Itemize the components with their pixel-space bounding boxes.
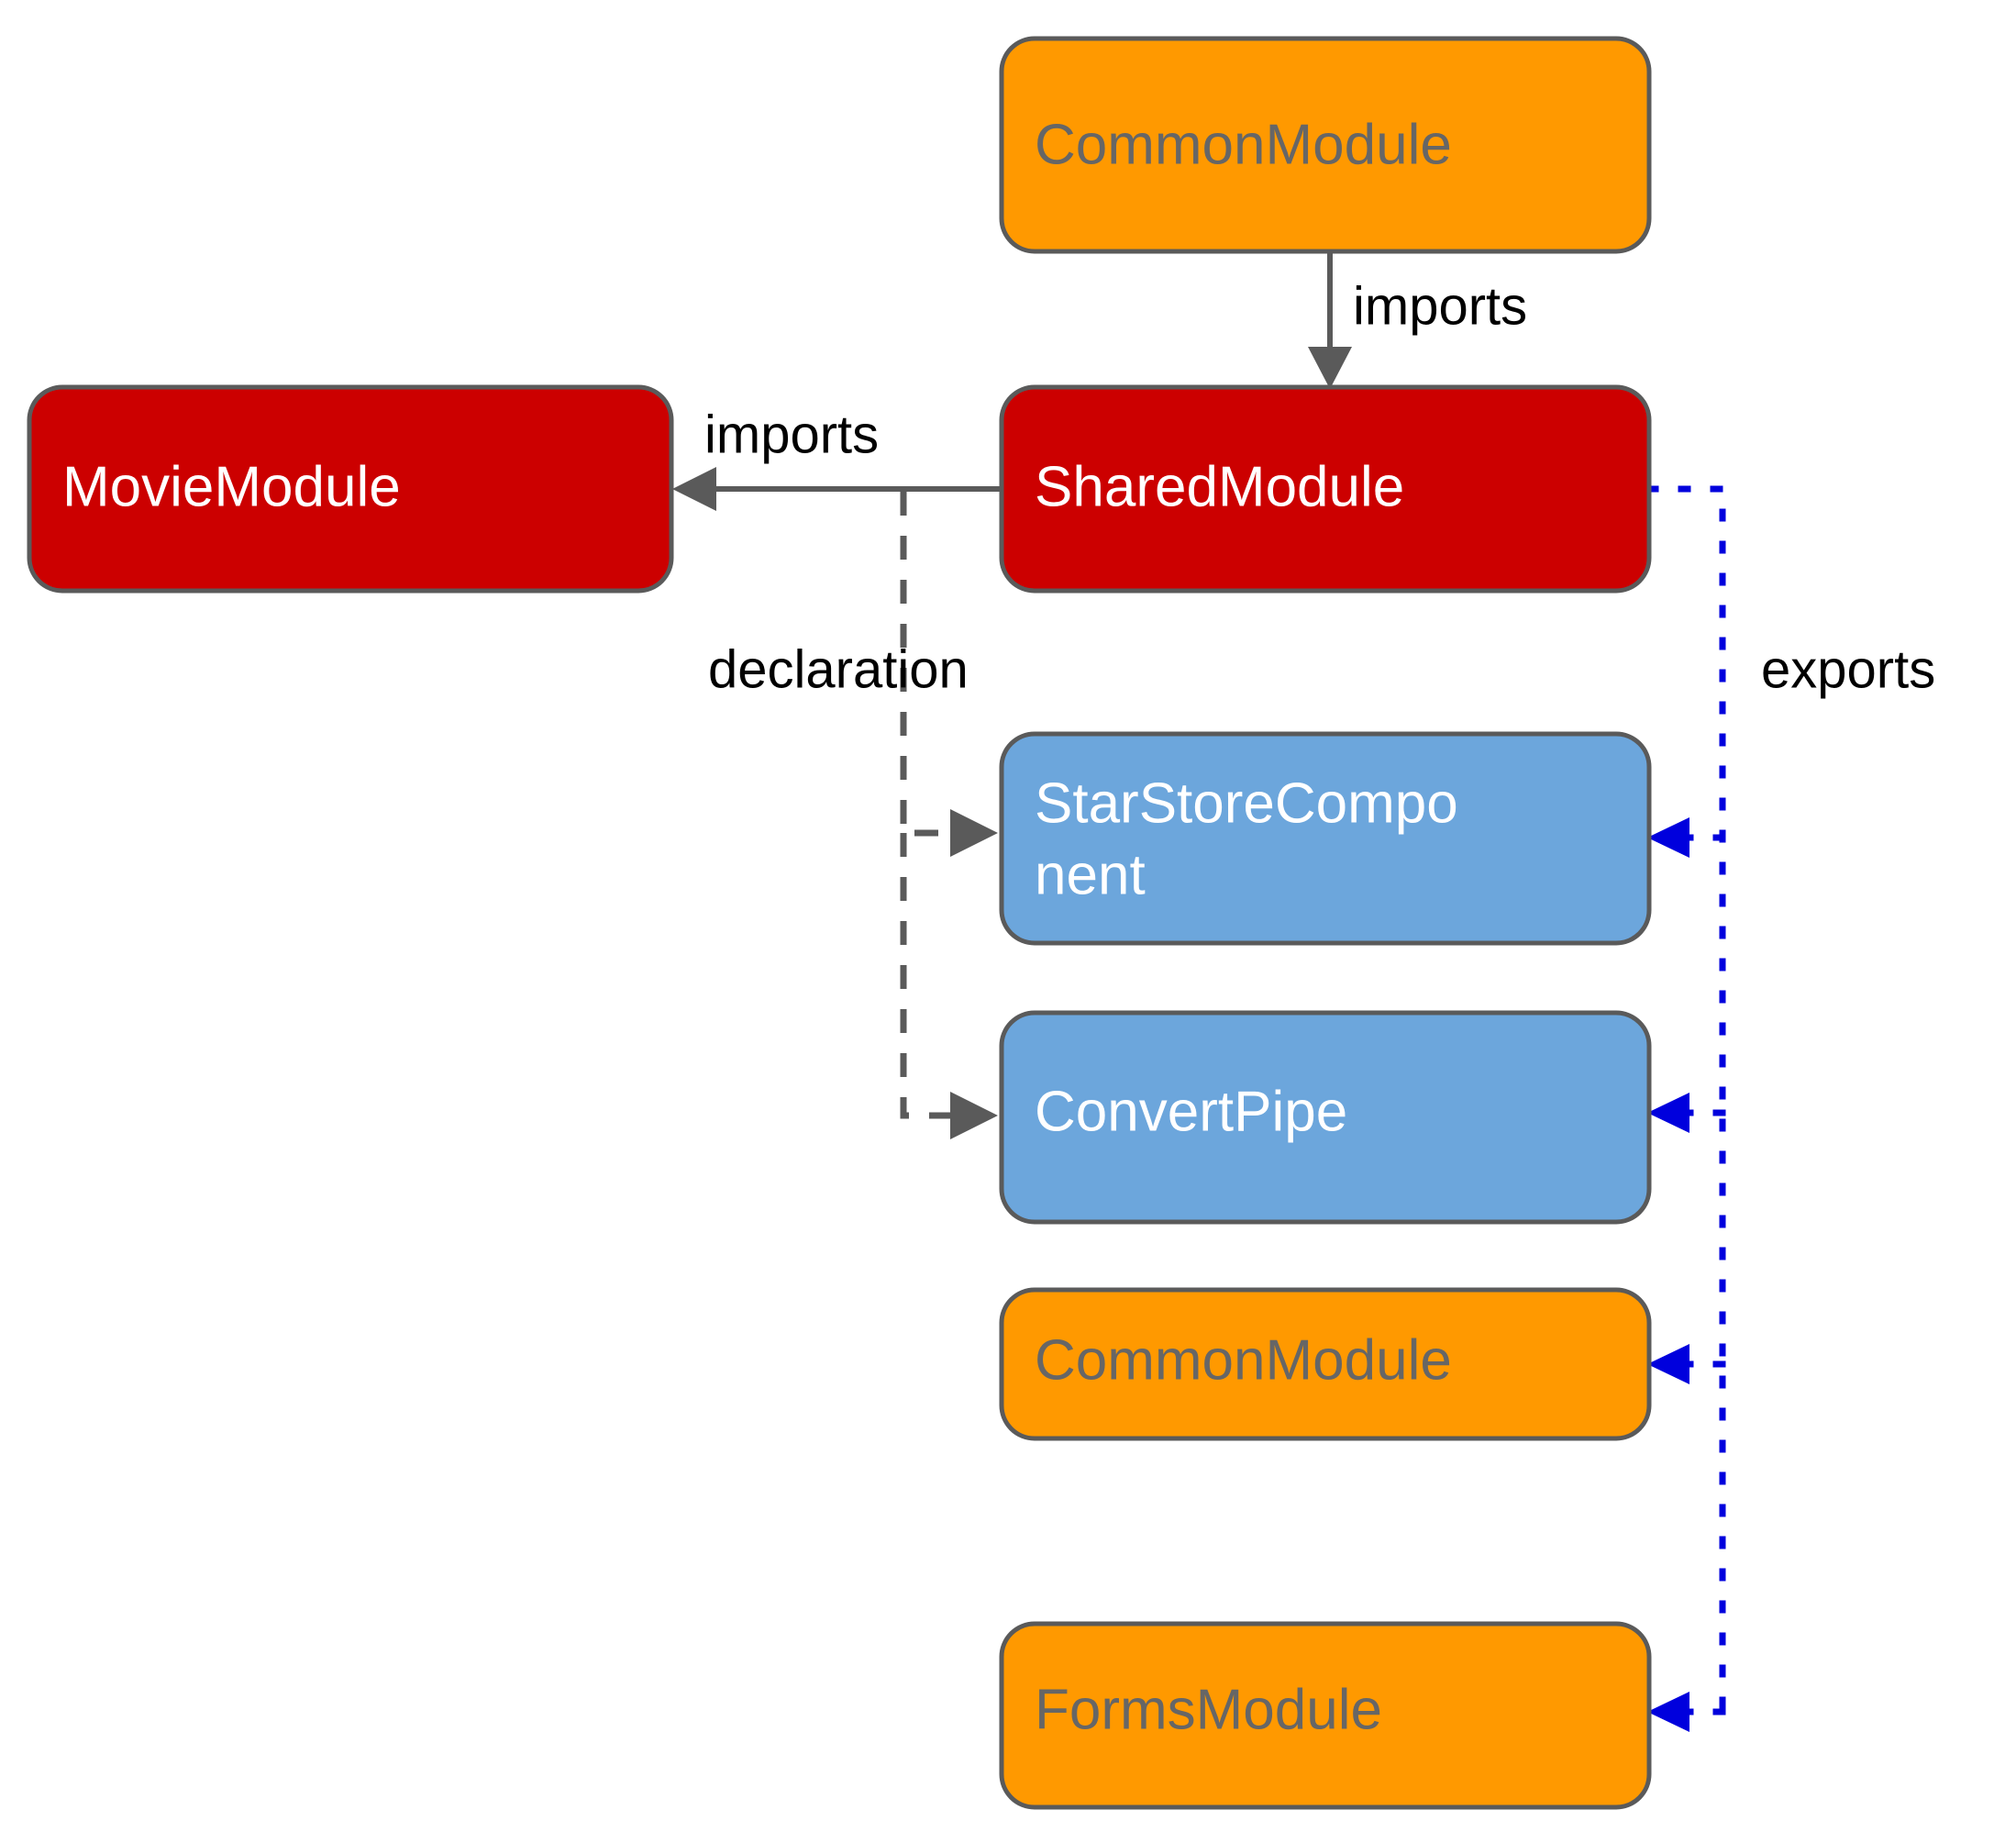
arrowhead-exports-convertpipe xyxy=(1647,1093,1689,1133)
node-label-convert-pipe: ConvertPipe xyxy=(1035,1080,1347,1143)
edge-label-declaration: declaration xyxy=(708,639,969,699)
arrowhead-exports-formsmodule xyxy=(1647,1692,1689,1732)
node-shape-common-module-export[interactable] xyxy=(999,1287,1652,1441)
edge-label-imports-top: imports xyxy=(1353,276,1527,336)
node-shape-common-module-top[interactable] xyxy=(999,36,1652,254)
node-label-star-store-component-line2: nent xyxy=(1035,843,1146,906)
node-shape-convert-pipe[interactable] xyxy=(999,1010,1652,1225)
node-shape-forms-module[interactable] xyxy=(999,1621,1652,1810)
node-label-forms-module: FormsModule xyxy=(1035,1678,1382,1741)
node-label-common-module-top: CommonModule xyxy=(1035,113,1452,176)
arrowhead-imports-top xyxy=(1308,347,1352,389)
arrowhead-declaration-starstore xyxy=(950,809,998,857)
node-shape-shared-module[interactable] xyxy=(999,384,1652,594)
edge-line-exports-trunk xyxy=(1645,485,1726,1715)
node-label-shared-module: SharedModule xyxy=(1035,455,1404,518)
arrowhead-declaration-convertpipe xyxy=(950,1092,998,1139)
node-common-module-top[interactable]: CommonModule xyxy=(999,36,1652,254)
node-label-common-module-export: CommonModule xyxy=(1035,1328,1452,1392)
node-label-star-store-component-line1: StarStoreCompo xyxy=(1035,772,1458,835)
node-common-module-export[interactable]: CommonModule xyxy=(999,1287,1652,1441)
node-label-movie-module: MovieModule xyxy=(62,455,401,518)
node-shape-star-store-component[interactable] xyxy=(999,731,1652,946)
edge-line-declaration-starstore xyxy=(900,492,954,837)
node-shared-module[interactable]: SharedModule xyxy=(999,384,1652,594)
edge-label-imports-left: imports xyxy=(704,405,879,464)
node-shape-movie-module[interactable] xyxy=(27,384,674,594)
edge-label-exports: exports xyxy=(1761,639,1935,699)
arrowhead-imports-left xyxy=(672,467,716,511)
edge-commonmodule-imports-sharedmodule xyxy=(1308,251,1352,389)
edge-line-declaration-convertpipe xyxy=(900,833,954,1119)
edge-sharedmodule-imports-moviemodule xyxy=(672,467,1000,511)
node-movie-module[interactable]: MovieModule xyxy=(27,384,674,594)
arrowhead-exports-commonmodule xyxy=(1647,1344,1689,1384)
edge-sharedmodule-exports-group xyxy=(1645,485,1726,1732)
node-forms-module[interactable]: FormsModule xyxy=(999,1621,1652,1810)
node-star-store-component[interactable]: StarStoreCompo nent xyxy=(999,731,1652,946)
arrowhead-exports-starstore xyxy=(1647,817,1689,858)
edge-sharedmodule-declarations xyxy=(900,492,998,1139)
node-convert-pipe[interactable]: ConvertPipe xyxy=(999,1010,1652,1225)
